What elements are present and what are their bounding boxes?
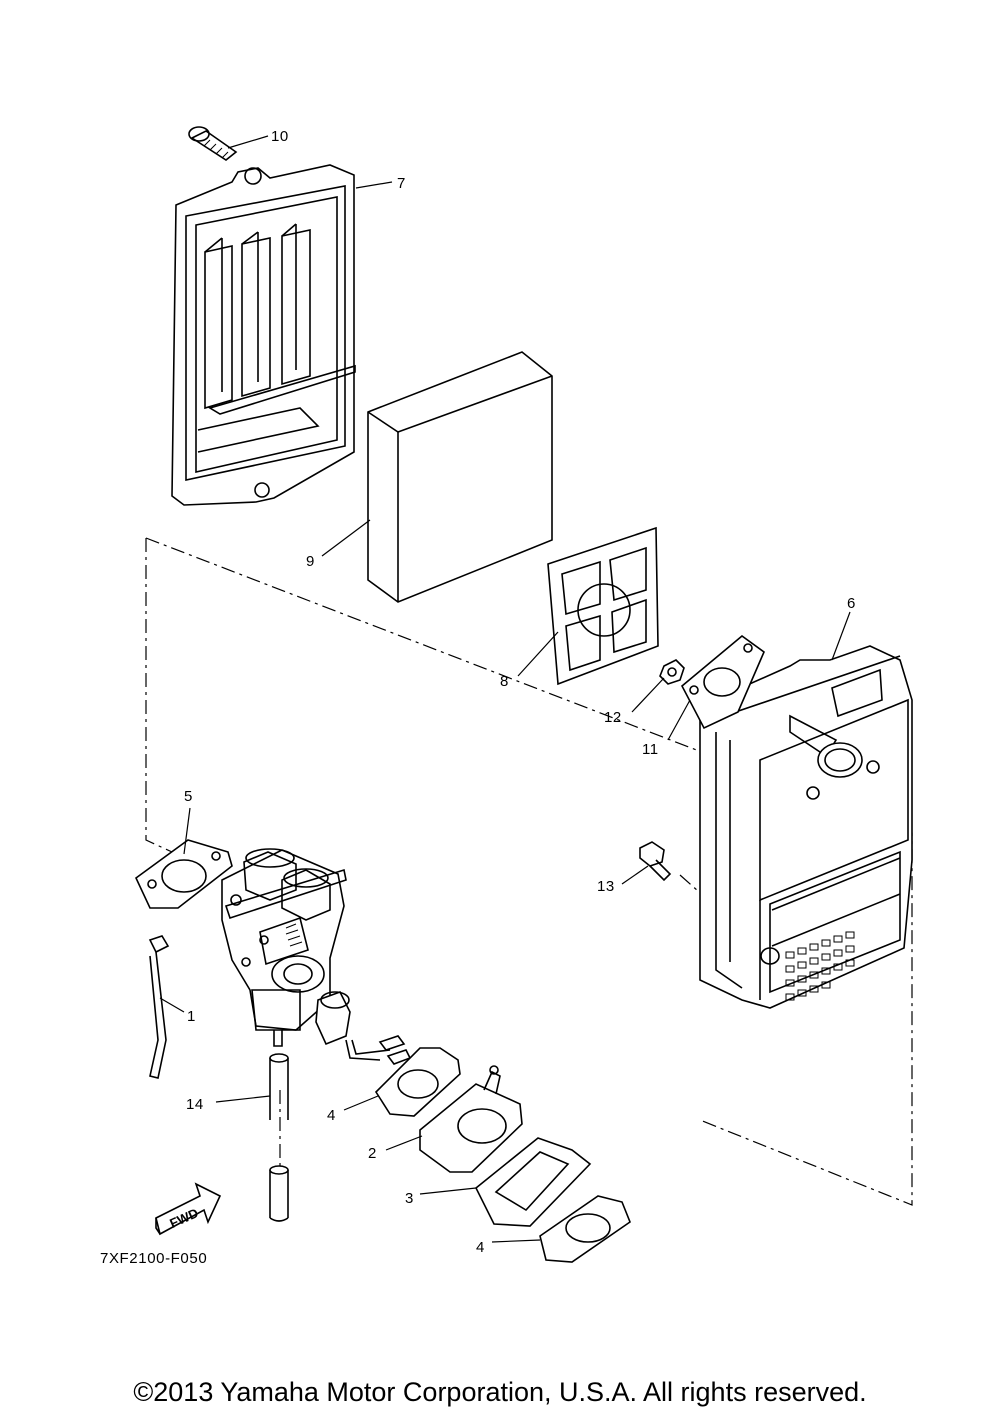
- tie-band-part: [148, 935, 170, 1079]
- callout-3: 3: [405, 1190, 414, 1207]
- callout-14: 14: [186, 1096, 204, 1113]
- callout-2: 2: [368, 1145, 377, 1162]
- callout-13: 13: [597, 878, 615, 895]
- callout-1: 1: [187, 1008, 196, 1025]
- fwd-arrow-icon: FWD: [155, 1182, 222, 1236]
- callout-7: 7: [397, 175, 406, 192]
- gasket-upper-part: [374, 1047, 461, 1117]
- air-filter-element-part: [367, 351, 553, 603]
- callout-4-lower: 4: [476, 1239, 485, 1256]
- callout-12: 12: [604, 709, 622, 726]
- nut-part: [659, 659, 685, 685]
- case-gasket-part: [680, 634, 765, 730]
- callout-11: 11: [642, 741, 659, 758]
- drawing-code: 7XF2100-F050: [100, 1250, 207, 1267]
- callout-8: 8: [500, 673, 509, 690]
- gasket-lower-part: [539, 1195, 631, 1263]
- copyright-notice: ©2013 Yamaha Motor Corporation, U.S.A. A…: [133, 1377, 867, 1407]
- air-cleaner-cover-part: [171, 164, 356, 506]
- bolt-part: [639, 841, 672, 882]
- callout-6: 6: [847, 595, 856, 612]
- leader-lines: [159, 135, 851, 1243]
- carburetor-joint-part: [419, 1065, 523, 1173]
- insulator-ring-part: [474, 1137, 592, 1227]
- air-cleaner-case-part: [699, 645, 913, 1009]
- callout-5: 5: [184, 788, 193, 805]
- carburetor-gasket-part: [134, 839, 233, 909]
- filter-gasket-part: [547, 526, 659, 686]
- fuel-hose-part: [269, 1053, 289, 1222]
- carburetor-part: [221, 848, 412, 1065]
- callout-labels: 1 2 3 4 4 5 6 7 8 9 10 11 12 13 14: [184, 128, 856, 1256]
- callout-10: 10: [271, 128, 289, 145]
- callout-9: 9: [306, 553, 315, 570]
- callout-4-upper: 4: [327, 1107, 336, 1124]
- cover-screw-part: [188, 126, 238, 161]
